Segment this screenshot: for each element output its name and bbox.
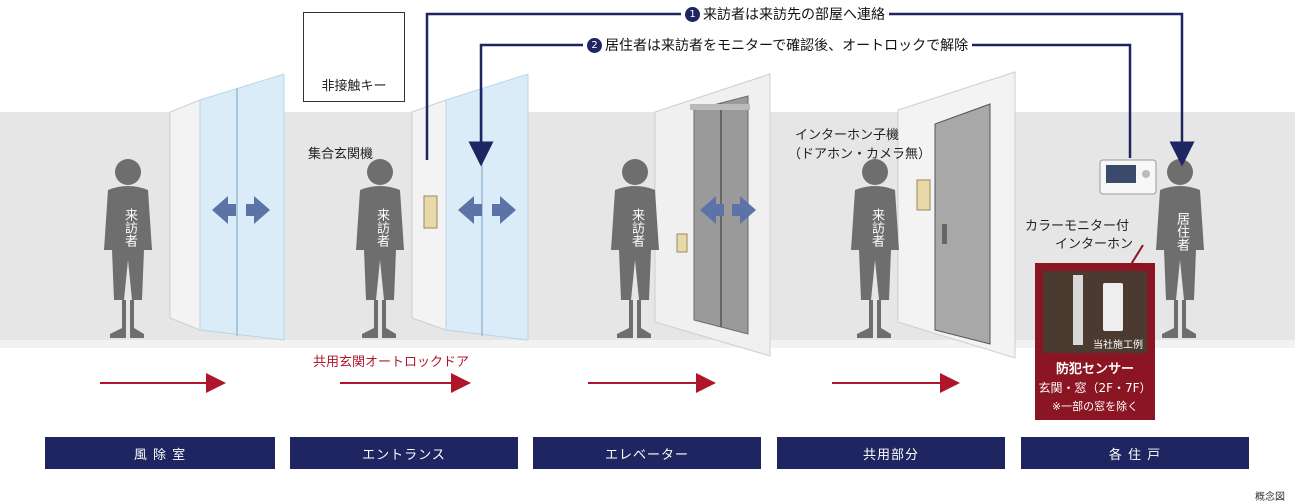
section-residence: 各 住 戸 bbox=[1021, 437, 1249, 469]
sensor-title: 防犯センサー bbox=[1055, 362, 1134, 377]
autolock-door-label: 共用玄関オートロックドア bbox=[313, 355, 470, 370]
entry-panel-label: 集合玄関機 bbox=[308, 147, 374, 162]
entry-panel-icon bbox=[423, 195, 438, 229]
step-1-label: 1 来訪者は来訪先の部屋へ連絡 bbox=[681, 4, 889, 24]
unit-door bbox=[897, 71, 1016, 359]
entrance-door bbox=[411, 73, 529, 341]
monitor-label-1: カラーモニター付 bbox=[1025, 219, 1130, 234]
step-2-label: 2 居住者は来訪者をモニターで確認後、オートロックで解除 bbox=[583, 35, 973, 55]
security-sensor-callout: 当社施工例 防犯センサー 玄関・窓（2F・7F） ※一部の窓を除く bbox=[1035, 263, 1155, 420]
step-2-text: 居住者は来訪者をモニターで確認後、オートロックで解除 bbox=[605, 38, 969, 54]
step-1-number: 1 bbox=[685, 6, 700, 22]
visitor-label-2: 来訪者 bbox=[374, 208, 389, 247]
section-entrance: エントランス bbox=[290, 437, 518, 469]
step-2-number: 2 bbox=[587, 37, 602, 53]
intercom-sub-icon bbox=[916, 179, 931, 211]
intercom-sub-label-1: インターホン子機 bbox=[795, 128, 900, 143]
key-callout: 非接触キー bbox=[303, 12, 405, 102]
resident-label: 居住者 bbox=[1174, 212, 1189, 251]
section-common-area: 共用部分 bbox=[777, 437, 1005, 469]
step-1-text: 来訪者は来訪先の部屋へ連絡 bbox=[703, 7, 885, 23]
elevator-button-icon bbox=[676, 233, 688, 253]
sensor-photo: 当社施工例 bbox=[1043, 271, 1147, 353]
sensor-location: 玄関・窓（2F・7F） bbox=[1038, 381, 1152, 395]
double-arrow-icon-3 bbox=[700, 196, 756, 224]
section-vestibule: 風 除 室 bbox=[45, 437, 275, 469]
double-arrow-icon-2 bbox=[458, 196, 516, 224]
vestibule-door bbox=[169, 73, 285, 341]
corridor-floor bbox=[0, 340, 1295, 348]
monitor-label-2: インターホン bbox=[1055, 237, 1134, 252]
visitor-label-3: 来訪者 bbox=[629, 208, 644, 247]
sensor-note: ※一部の窓を除く bbox=[1051, 400, 1139, 413]
visitor-label-4: 来訪者 bbox=[869, 208, 884, 247]
sensor-caption: 当社施工例 bbox=[1093, 340, 1143, 351]
key-label: 非接触キー bbox=[321, 79, 387, 94]
double-arrow-icon-1 bbox=[212, 196, 270, 224]
concept-note: 概念図 bbox=[1255, 492, 1285, 503]
section-elevator: エレベーター bbox=[533, 437, 761, 469]
intercom-sub-label-2: （ドアホン・カメラ無） bbox=[788, 147, 932, 162]
visitor-label-1: 来訪者 bbox=[122, 208, 137, 247]
